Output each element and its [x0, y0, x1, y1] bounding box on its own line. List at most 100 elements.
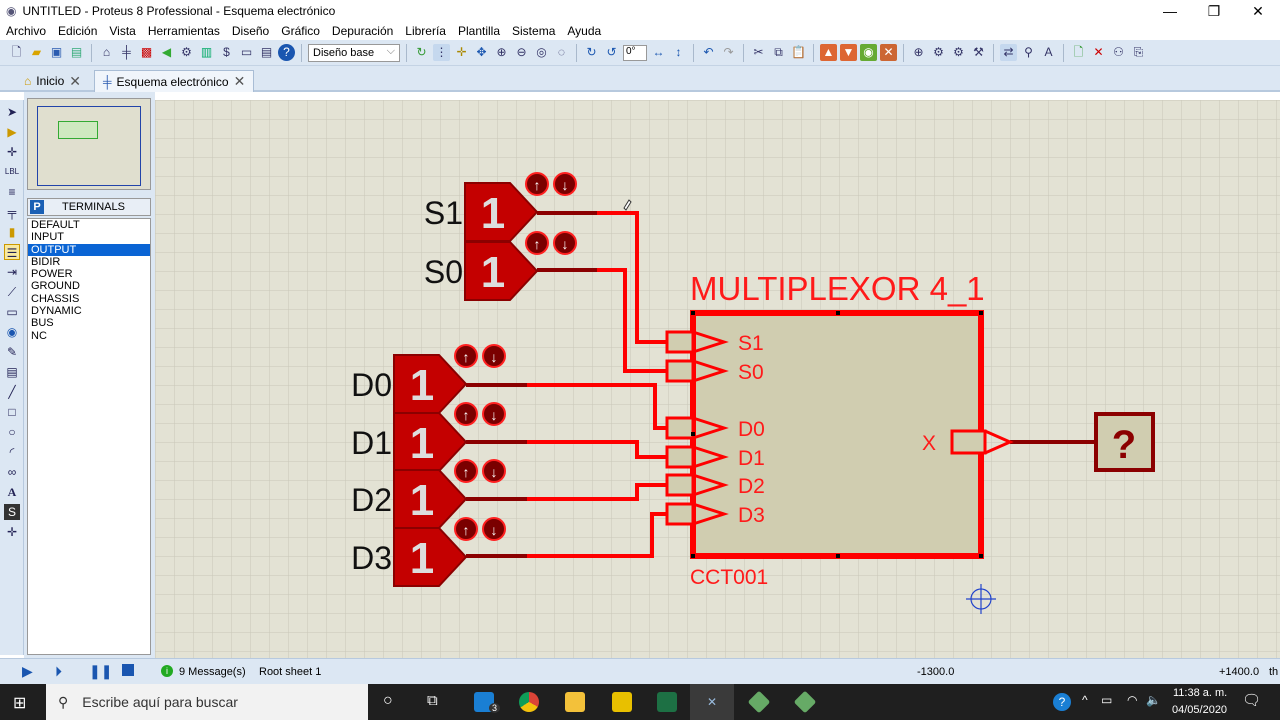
- close-button[interactable]: ✕: [1252, 2, 1264, 19]
- new-file-icon[interactable]: 🗋: [11, 45, 22, 59]
- logic-state-input-d1[interactable]: 1D1↑↓: [351, 402, 506, 472]
- origin-icon[interactable]: ✛: [456, 45, 467, 59]
- tab-inicio[interactable]: ⌂ Inicio ✕: [16, 70, 89, 92]
- import-icon[interactable]: ▤: [70, 45, 83, 59]
- file-explorer-icon[interactable]: [565, 692, 585, 712]
- toggle-up-icon[interactable]: ↑: [454, 459, 478, 483]
- redo-icon[interactable]: ↷: [723, 45, 734, 59]
- clock-time[interactable]: 11:38 a. m.: [1173, 687, 1228, 699]
- menu-libreria[interactable]: Librería: [405, 24, 446, 38]
- rotate-cw-icon[interactable]: ↻: [586, 45, 597, 59]
- play-button[interactable]: ▶: [22, 663, 33, 679]
- zoom-out-icon[interactable]: ⊖: [516, 45, 527, 59]
- pin-d1[interactable]: D1: [665, 445, 765, 470]
- logic-state-input-s0[interactable]: 1S0↑↓: [424, 231, 577, 301]
- gerber-icon[interactable]: ⚙: [181, 45, 192, 59]
- make-device-icon[interactable]: ⚙: [933, 45, 944, 59]
- pause-button[interactable]: ❚❚: [89, 663, 113, 679]
- menu-diseno[interactable]: Diseño: [231, 24, 270, 38]
- schematic-icon[interactable]: ╪: [122, 45, 131, 59]
- menu-sistema[interactable]: Sistema: [512, 24, 556, 38]
- close-icon[interactable]: ✕: [69, 72, 81, 89]
- terminals-list[interactable]: DEFAULT INPUT OUTPUT BIDIR POWER GROUND …: [27, 218, 151, 655]
- messages-count[interactable]: 9 Message(s): [179, 666, 246, 678]
- refresh-icon[interactable]: ↻: [416, 45, 427, 59]
- list-item[interactable]: NC: [31, 329, 47, 342]
- list-item[interactable]: BIDIR: [31, 255, 61, 268]
- block-delete-icon[interactable]: ✕: [880, 44, 897, 61]
- block-rotate-icon[interactable]: ◉: [860, 44, 877, 61]
- drag-handle[interactable]: [979, 554, 983, 558]
- circle-icon[interactable]: ○: [8, 425, 16, 439]
- list-item[interactable]: DYNAMIC: [31, 305, 82, 318]
- maximize-button[interactable]: ❐: [1207, 2, 1221, 19]
- taskbar-search[interactable]: ⚲ Escribe aquí para buscar: [46, 684, 368, 720]
- toggle-down-icon[interactable]: ↓: [553, 172, 577, 196]
- text-icon[interactable]: A: [7, 485, 17, 499]
- pin-d3[interactable]: D3: [665, 502, 765, 527]
- logic-state-input-s1[interactable]: 1S1↑↓: [424, 172, 577, 242]
- open-folder-icon[interactable]: ▰: [31, 45, 42, 59]
- menu-plantilla[interactable]: Plantilla: [457, 24, 501, 38]
- proteus-app-icon[interactable]: [747, 690, 771, 714]
- arc-icon[interactable]: ◜: [9, 445, 15, 459]
- toggle-up-icon[interactable]: ↑: [525, 231, 549, 255]
- save-icon[interactable]: ▣: [50, 45, 63, 59]
- menu-edicion[interactable]: Edición: [58, 24, 98, 38]
- tab-esquema-electronico[interactable]: ╪ Esquema electrónico ✕: [94, 70, 255, 92]
- property-tool-icon[interactable]: A: [1044, 45, 1053, 59]
- pin-d0[interactable]: D0: [665, 416, 765, 441]
- pick-button[interactable]: P: [30, 200, 44, 214]
- path-icon[interactable]: ∞: [7, 465, 17, 479]
- graph-icon[interactable]: ⟋: [7, 285, 17, 299]
- help-tray-icon[interactable]: ?: [1053, 693, 1071, 711]
- menu-herramientas[interactable]: Herramientas: [147, 24, 220, 38]
- new-sheet-icon[interactable]: 🗋: [1073, 45, 1084, 59]
- schematic-canvas[interactable]: 1S1↑↓1S0↑↓1D0↑↓1D1↑↓1D2↑↓1D3↑↓ MULTIPLEX…: [155, 100, 1280, 658]
- pin-s0[interactable]: S0: [665, 359, 764, 384]
- menu-ayuda[interactable]: Ayuda: [567, 24, 602, 38]
- bom-icon[interactable]: ▥: [200, 45, 213, 59]
- rotate-ccw-icon[interactable]: ↺: [606, 45, 617, 59]
- list-item[interactable]: BUS: [31, 317, 54, 330]
- design-variant-select[interactable]: Diseño base: [308, 43, 400, 62]
- help-icon[interactable]: ?: [278, 44, 295, 61]
- drag-handle[interactable]: [979, 311, 983, 315]
- volume-icon[interactable]: 🔈: [1146, 693, 1161, 707]
- component-title[interactable]: MULTIPLEXOR 4_1: [690, 270, 985, 307]
- bus-icon[interactable]: ╤: [7, 205, 17, 219]
- pin-icon[interactable]: ⇥: [6, 265, 18, 279]
- multiplexer-body[interactable]: [690, 310, 984, 559]
- toggle-down-icon[interactable]: ↓: [482, 402, 506, 426]
- proteus-isis-icon[interactable]: ✕: [690, 684, 734, 720]
- drag-handle[interactable]: [691, 432, 695, 436]
- battery-icon[interactable]: ▭: [1101, 693, 1113, 707]
- goto-sheet-icon[interactable]: ⚇: [1113, 45, 1124, 59]
- block-copy-icon[interactable]: ▲: [820, 44, 837, 61]
- line-icon[interactable]: ╱: [8, 385, 16, 399]
- excel-icon[interactable]: [657, 692, 677, 712]
- package-tool-icon[interactable]: ⚙: [953, 45, 964, 59]
- probe-icon[interactable]: ✎: [6, 345, 18, 359]
- text-script-icon[interactable]: ≡: [8, 185, 16, 199]
- notes-icon[interactable]: ▤: [260, 45, 273, 59]
- source-icon[interactable]: ▭: [240, 45, 253, 59]
- search-tag-icon[interactable]: ⚲: [1024, 45, 1033, 59]
- tray-chevron-icon[interactable]: ^: [1082, 693, 1088, 707]
- menu-vista[interactable]: Vista: [109, 24, 136, 38]
- undo-icon[interactable]: ↶: [703, 45, 714, 59]
- logic-state-input-d3[interactable]: 1D3↑↓: [351, 517, 506, 587]
- logic-probe[interactable]: [1094, 412, 1155, 472]
- logic-state-input-d0[interactable]: 1D0↑↓: [351, 344, 506, 414]
- minimize-button[interactable]: —: [1163, 3, 1177, 19]
- home-icon[interactable]: ⌂: [102, 45, 111, 59]
- notifications-icon[interactable]: 🗨: [1242, 692, 1262, 709]
- list-item[interactable]: CHASSIS: [31, 292, 80, 305]
- subcircuit-icon[interactable]: ▮: [8, 225, 16, 239]
- rotation-field[interactable]: 0°: [623, 44, 647, 61]
- task-view-icon[interactable]: ⧉: [427, 692, 438, 709]
- proteus-app-2-icon[interactable]: [793, 690, 817, 714]
- junction-icon[interactable]: ✛: [6, 145, 18, 159]
- wire-label-icon[interactable]: LBL: [4, 167, 20, 176]
- terminals-mode-icon[interactable]: ☰: [4, 244, 20, 260]
